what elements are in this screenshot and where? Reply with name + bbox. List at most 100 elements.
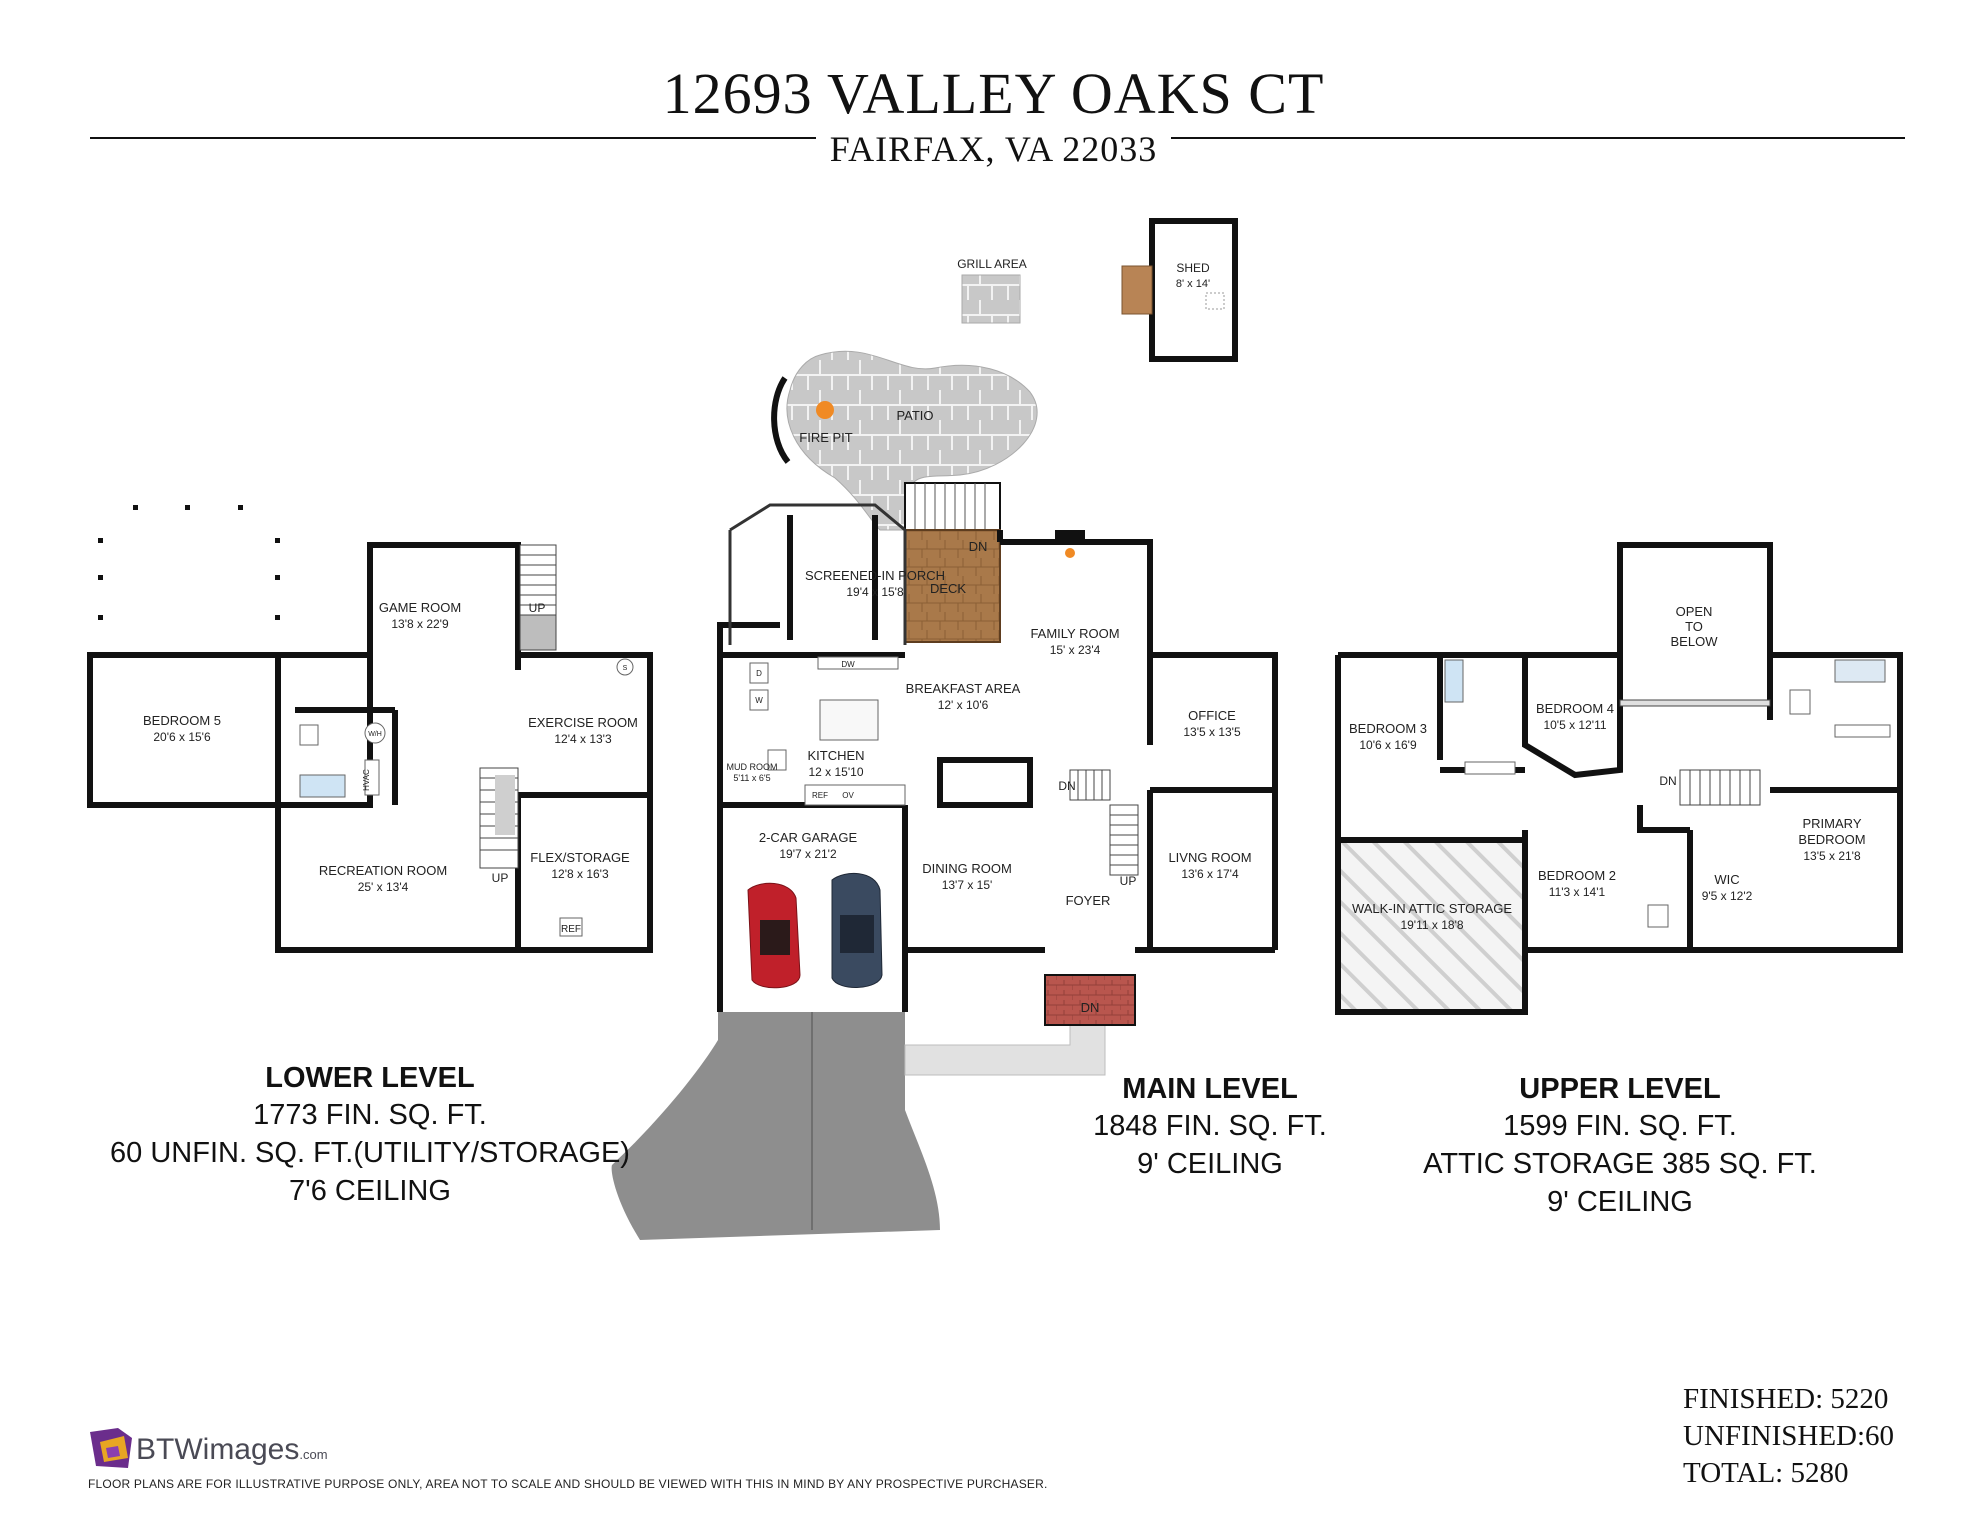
patio-label: PATIO <box>896 408 933 423</box>
main-dn-label: DN <box>1058 779 1075 793</box>
porch-dim: 19'4 x 15'8 <box>846 585 904 599</box>
lower-terrace-posts <box>98 505 280 620</box>
exercise-dim: 12'4 x 13'3 <box>554 732 612 746</box>
flex-dim: 12'8 x 16'3 <box>551 867 609 881</box>
sump-label: S <box>623 665 628 672</box>
logo-name: BTWimages <box>136 1433 300 1466</box>
washer-label: W <box>755 696 763 705</box>
driveway <box>611 1012 940 1240</box>
foyer-name: FOYER <box>1066 893 1111 908</box>
main-level-line-2: 9' CEILING <box>1137 1148 1283 1180</box>
bedroom4-dim: 10'5 x 12'11 <box>1543 718 1606 732</box>
stoop-dn-label: DN <box>1081 1000 1100 1015</box>
open-below-2: TO <box>1685 619 1703 634</box>
dining-name: DINING ROOM <box>922 861 1012 876</box>
lower-level-walls <box>87 542 653 953</box>
lower-level-title: LOWER LEVEL <box>265 1062 475 1094</box>
deck-dn-label: DN <box>969 539 988 554</box>
front-walk <box>904 1019 1106 1076</box>
breakfast-name: BREAKFAST AREA <box>906 681 1021 696</box>
recreation-name: RECREATION ROOM <box>319 863 447 878</box>
office-dim: 13'5 x 13'5 <box>1183 725 1241 739</box>
recreation-dim: 25' x 13'4 <box>358 880 409 894</box>
bedroom3-dim: 10'6 x 16'9 <box>1359 738 1417 752</box>
porch-name: SCREENED-IN PORCH <box>805 568 945 583</box>
grill-area-label: GRILL AREA <box>957 257 1027 271</box>
upper-stairs <box>1619 699 1771 806</box>
upper-level-line-3: 9' CEILING <box>1547 1186 1693 1218</box>
primary-name-1: PRIMARY <box>1803 816 1862 831</box>
living-dim: 13'6 x 17'4 <box>1181 867 1239 881</box>
fire-pit-label: FIRE PIT <box>799 430 853 445</box>
shed-dim: 8' x 14' <box>1176 278 1210 290</box>
garage-name: 2-CAR GARAGE <box>759 830 858 845</box>
primary-name-2: BEDROOM <box>1798 832 1865 847</box>
attic-name: WALK-IN ATTIC STORAGE <box>1352 901 1512 916</box>
shed <box>1121 218 1238 362</box>
deck-label: DECK <box>930 581 966 596</box>
oven-label: OV <box>842 791 854 800</box>
lower-level-line-2: 60 UNFIN. SQ. FT.(UTILITY/STORAGE) <box>110 1137 630 1169</box>
main-level-line-1: 1848 FIN. SQ. FT. <box>1093 1110 1327 1142</box>
bedroom4-name: BEDROOM 4 <box>1536 701 1614 716</box>
main-ref-label: REF <box>812 791 828 800</box>
water-heater-label: W/H <box>368 731 382 738</box>
logo-suffix: .com <box>299 1447 328 1462</box>
upper-level-title: UPPER LEVEL <box>1519 1073 1721 1105</box>
lower-stairs <box>479 544 557 869</box>
family-dim: 15' x 23'4 <box>1050 643 1101 657</box>
family-name: FAMILY ROOM <box>1030 626 1119 641</box>
primary-dim: 13'5 x 21'8 <box>1803 849 1861 863</box>
bedroom3-name: BEDROOM 3 <box>1349 721 1427 736</box>
fireplace <box>1055 530 1085 558</box>
bedroom5-dim: 20'6 x 15'6 <box>153 730 211 744</box>
btw-logo-text: BTWimages.com <box>136 1433 328 1467</box>
lower-up-label-2: UP <box>492 871 509 885</box>
main-level-walls <box>717 515 1278 1012</box>
open-below-3: BELOW <box>1671 634 1719 649</box>
bedroom5-name: BEDROOM 5 <box>143 713 221 728</box>
main-stairs <box>1069 769 1139 876</box>
main-level-title: MAIN LEVEL <box>1122 1073 1298 1105</box>
btw-logo-icon <box>90 1428 132 1468</box>
breakfast-dim: 12' x 10'6 <box>938 698 989 712</box>
lower-ref-label: REF <box>561 924 581 935</box>
upper-dn-label: DN <box>1659 774 1676 788</box>
kitchen-fixtures <box>749 656 906 806</box>
garage-dim: 19'7 x 21'2 <box>779 847 837 861</box>
dining-dim: 13'7 x 15' <box>942 878 993 892</box>
grill-area <box>961 274 1021 324</box>
upper-bath-fixtures <box>1444 659 1891 928</box>
lower-level-line-1: 1773 FIN. SQ. FT. <box>253 1099 487 1131</box>
hvac-label: HVAC <box>362 769 371 791</box>
deck <box>904 529 1001 643</box>
lower-bath-fixtures <box>299 658 634 937</box>
total-unfinished: UNFINISHED:60 <box>1683 1420 1895 1452</box>
dryer-label: D <box>756 669 762 678</box>
patio <box>771 350 1038 531</box>
exercise-name: EXERCISE ROOM <box>528 715 638 730</box>
flex-name: FLEX/STORAGE <box>530 850 630 865</box>
attic-dim: 19'11 x 18'8 <box>1400 918 1463 932</box>
main-up-label: UP <box>1120 874 1137 888</box>
living-name: LIVNG ROOM <box>1168 850 1251 865</box>
game-room-name: GAME ROOM <box>379 600 461 615</box>
game-room-dim: 13'8 x 22'9 <box>391 617 449 631</box>
upper-level-line-1: 1599 FIN. SQ. FT. <box>1503 1110 1737 1142</box>
lower-level-line-3: 7'6 CEILING <box>289 1175 451 1207</box>
attic-storage <box>1335 837 1528 1015</box>
total-finished: FINISHED: 5220 <box>1683 1383 1889 1415</box>
mud-dim: 5'11 x 6'5 <box>733 773 770 783</box>
shed-label: SHED <box>1176 261 1210 275</box>
city-line: FAIRFAX, VA 22033 <box>0 128 1987 170</box>
mud-name: MUD ROOM <box>727 762 778 772</box>
office-name: OFFICE <box>1188 708 1236 723</box>
address-title: 12693 VALLEY OAKS CT <box>662 61 1325 126</box>
porch-screen <box>728 503 907 645</box>
bedroom2-name: BEDROOM 2 <box>1538 868 1616 883</box>
city-text: FAIRFAX, VA 22033 <box>815 129 1172 169</box>
front-stoop <box>1044 974 1136 1026</box>
bedroom2-dim: 11'3 x 14'1 <box>1549 885 1606 899</box>
total-all: TOTAL: 5280 <box>1683 1457 1849 1489</box>
